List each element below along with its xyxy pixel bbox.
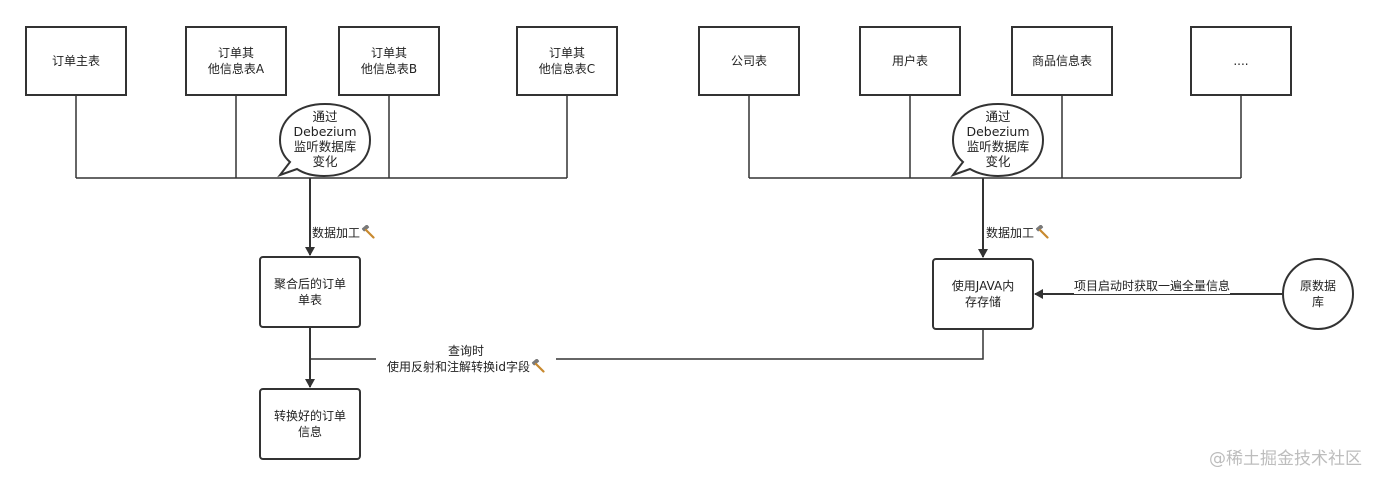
right-connectors xyxy=(748,96,1242,179)
watermark: @稀土掘金技术社区 xyxy=(1209,449,1362,469)
table-order-main[interactable]: 订单主表 xyxy=(25,26,127,96)
right-process-label: 数据加工 xyxy=(986,209,1050,241)
right-bubble-text: 通过 Debezium 监听数据库 变化 xyxy=(966,109,1030,169)
table-ellipsis[interactable]: .... xyxy=(1190,26,1292,96)
query-label: 查询时 使用反射和注解转换id字段 xyxy=(376,327,556,375)
right-speech-bubble xyxy=(950,102,1045,178)
hammer-icon xyxy=(531,359,545,373)
startup-load-label: 项目启动时获取一遍全量信息 xyxy=(1074,278,1231,294)
left-connectors xyxy=(75,96,568,179)
table-company[interactable]: 公司表 xyxy=(698,26,800,96)
source-database[interactable]: 原数据 库 xyxy=(1282,258,1354,330)
aggregated-order-table[interactable]: 聚合后的订单 单表 xyxy=(259,256,361,328)
table-order-other-c[interactable]: 订单其 他信息表C xyxy=(516,26,618,96)
left-process-label: 数据加工 xyxy=(312,209,376,241)
table-product-info[interactable]: 商品信息表 xyxy=(1011,26,1113,96)
converted-order-info[interactable]: 转换好的订单 信息 xyxy=(259,388,361,460)
left-bubble-text: 通过 Debezium 监听数据库 变化 xyxy=(293,109,357,169)
table-user[interactable]: 用户表 xyxy=(859,26,961,96)
hammer-icon xyxy=(1035,225,1049,239)
java-memory-store[interactable]: 使用JAVA内 存存储 xyxy=(932,258,1034,330)
table-order-other-b[interactable]: 订单其 他信息表B xyxy=(338,26,440,96)
hammer-icon xyxy=(361,225,375,239)
left-speech-bubble xyxy=(277,102,372,178)
table-order-other-a[interactable]: 订单其 他信息表A xyxy=(185,26,287,96)
